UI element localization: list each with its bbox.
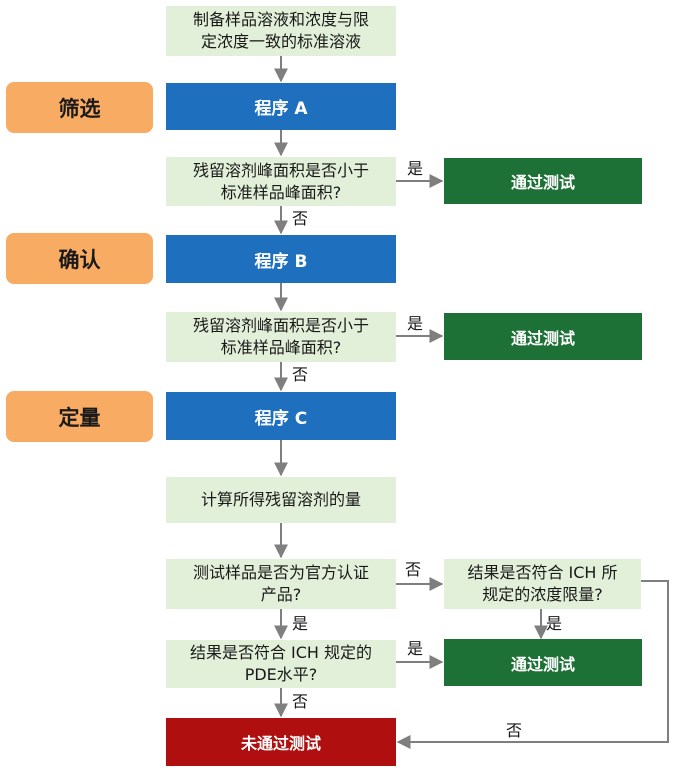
edge-label-yes-1: 是 [407,159,424,178]
edge-label-yes-ich-limit: 是 [546,614,563,633]
prepare-step: 制备样品溶液和浓度与限 定浓度一致的标准溶液 [166,6,396,56]
procedure-b-label: 程序 B [254,251,308,272]
arrow-ich-limit-no [396,580,669,749]
pass-result-3-label: 通过测试 [510,654,575,674]
pass-result-1-label: 通过测试 [510,173,575,192]
edge-label-no-ich-limit: 否 [506,721,523,740]
question-ich-pde-text: 结果是否符合 ICH 规定的 PDE水平? [189,643,373,684]
stage-screen: 筛选 [6,82,153,133]
prepare-step-text: 制备样品溶液和浓度与限 定浓度一致的标准溶液 [192,10,369,51]
pass-result-2: 通过测试 [444,313,642,360]
pass-result-2-label: 通过测试 [510,328,575,348]
stage-confirm: 确认 [6,233,153,284]
edge-label-yes-2: 是 [407,314,424,333]
procedure-a-label: 程序 A [254,99,308,119]
procedure-b: 程序 B [166,235,396,283]
stage-quantify-label: 定量 [58,405,101,430]
question-2: 残留溶剂峰面积是否小于 标准样品峰面积? [166,312,396,362]
stage-confirm-label: 确认 [58,247,101,272]
stage-quantify: 定量 [6,391,153,442]
edge-label-no-1: 否 [292,209,309,228]
question-ich-pde: 结果是否符合 ICH 规定的 PDE水平? [166,640,396,688]
question-official-text: 测试样品是否为官方认证 产品? [192,563,369,604]
question-2-text: 残留溶剂峰面积是否小于 标准样品峰面积? [192,316,369,357]
pass-result-1: 通过测试 [444,158,642,204]
edge-label-yes-pde: 是 [407,639,424,658]
procedure-a: 程序 A [166,83,396,130]
calculate-step: 计算所得残留溶剂的量 [166,477,396,523]
edge-label-no-2: 否 [292,365,309,384]
edge-label-no-official: 否 [405,560,422,579]
question-ich-limit-text: 结果是否符合 ICH 所 规定的浓度限量? [467,563,618,604]
question-1-text: 残留溶剂峰面积是否小于 标准样品峰面积? [192,160,369,202]
edge-label-yes-official: 是 [292,614,309,633]
question-official: 测试样品是否为官方认证 产品? [166,559,396,609]
fail-result: 未通过测试 [166,718,396,766]
stage-screen-label: 筛选 [58,96,101,121]
pass-result-3: 通过测试 [444,639,642,686]
procedure-c-label: 程序 C [254,408,308,429]
edge-label-no-pde: 否 [292,692,309,711]
question-1: 残留溶剂峰面积是否小于 标准样品峰面积? [166,157,396,206]
question-ich-limit: 结果是否符合 ICH 所 规定的浓度限量? [444,559,641,609]
fail-result-label: 未通过测试 [240,734,321,753]
calculate-step-text: 计算所得残留溶剂的量 [200,490,361,509]
procedure-c: 程序 C [166,392,396,440]
